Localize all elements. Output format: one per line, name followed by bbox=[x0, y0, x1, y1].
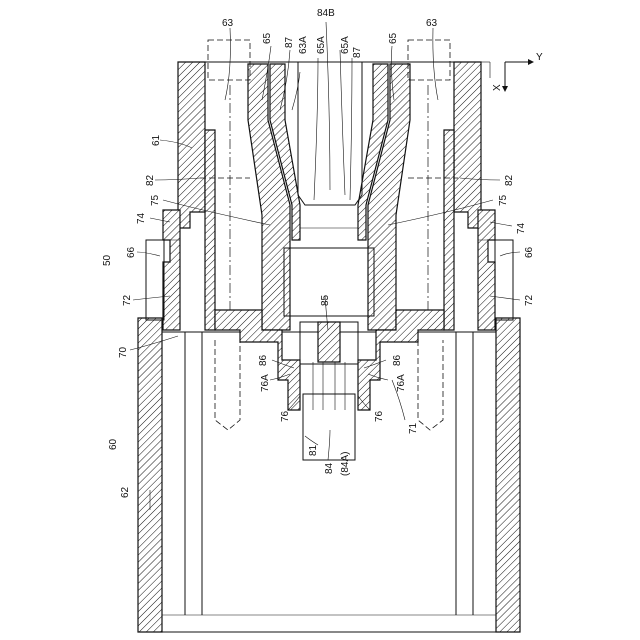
label-75-right: 75 bbox=[498, 194, 509, 206]
label-74-right: 74 bbox=[516, 222, 527, 234]
label-61: 61 bbox=[151, 134, 162, 146]
label-71: 71 bbox=[408, 422, 419, 434]
label-63a: 63A bbox=[298, 36, 309, 54]
label-86-left: 86 bbox=[258, 354, 269, 366]
label-84a: (84A) bbox=[340, 452, 351, 476]
axis-indicator bbox=[502, 59, 534, 92]
label-84b: 84B bbox=[317, 8, 335, 19]
label-84: 84 bbox=[324, 462, 335, 474]
label-81: 81 bbox=[308, 444, 319, 456]
label-82-right: 82 bbox=[504, 174, 515, 186]
label-60: 60 bbox=[108, 438, 119, 450]
label-76a-left: 76A bbox=[260, 374, 271, 392]
label-65a-left: 65A bbox=[316, 36, 327, 54]
label-87-right: 87 bbox=[352, 46, 363, 58]
label-86-right: 86 bbox=[392, 354, 403, 366]
label-76-right: 76 bbox=[374, 410, 385, 422]
label-82-left: 82 bbox=[145, 174, 156, 186]
outer-housing-62 bbox=[138, 318, 520, 632]
label-66-left: 66 bbox=[126, 246, 137, 258]
label-85: 85 bbox=[320, 294, 331, 306]
label-axis-y: Y bbox=[536, 52, 543, 63]
label-66-right: 66 bbox=[524, 246, 535, 258]
label-87-left: 87 bbox=[284, 36, 295, 48]
label-62: 62 bbox=[120, 486, 131, 498]
label-63-right: 63 bbox=[426, 18, 438, 29]
upper-housing-61 bbox=[178, 62, 490, 228]
label-65a-right: 65A bbox=[340, 36, 351, 54]
label-63-left: 63 bbox=[222, 18, 234, 29]
label-76-left: 76 bbox=[280, 410, 291, 422]
label-75-left: 75 bbox=[150, 194, 161, 206]
label-74-left: 74 bbox=[136, 212, 147, 224]
label-72-right: 72 bbox=[524, 294, 535, 306]
inner-walls bbox=[205, 64, 454, 330]
label-72-left: 72 bbox=[122, 294, 133, 306]
label-65-left: 65 bbox=[262, 32, 273, 44]
label-76a-right: 76A bbox=[396, 374, 407, 392]
label-70: 70 bbox=[118, 346, 129, 358]
label-65-right: 65 bbox=[388, 32, 399, 44]
label-50: 50 bbox=[102, 254, 113, 266]
label-axis-x: X bbox=[492, 84, 503, 91]
holder-body-70-71 bbox=[215, 310, 444, 410]
